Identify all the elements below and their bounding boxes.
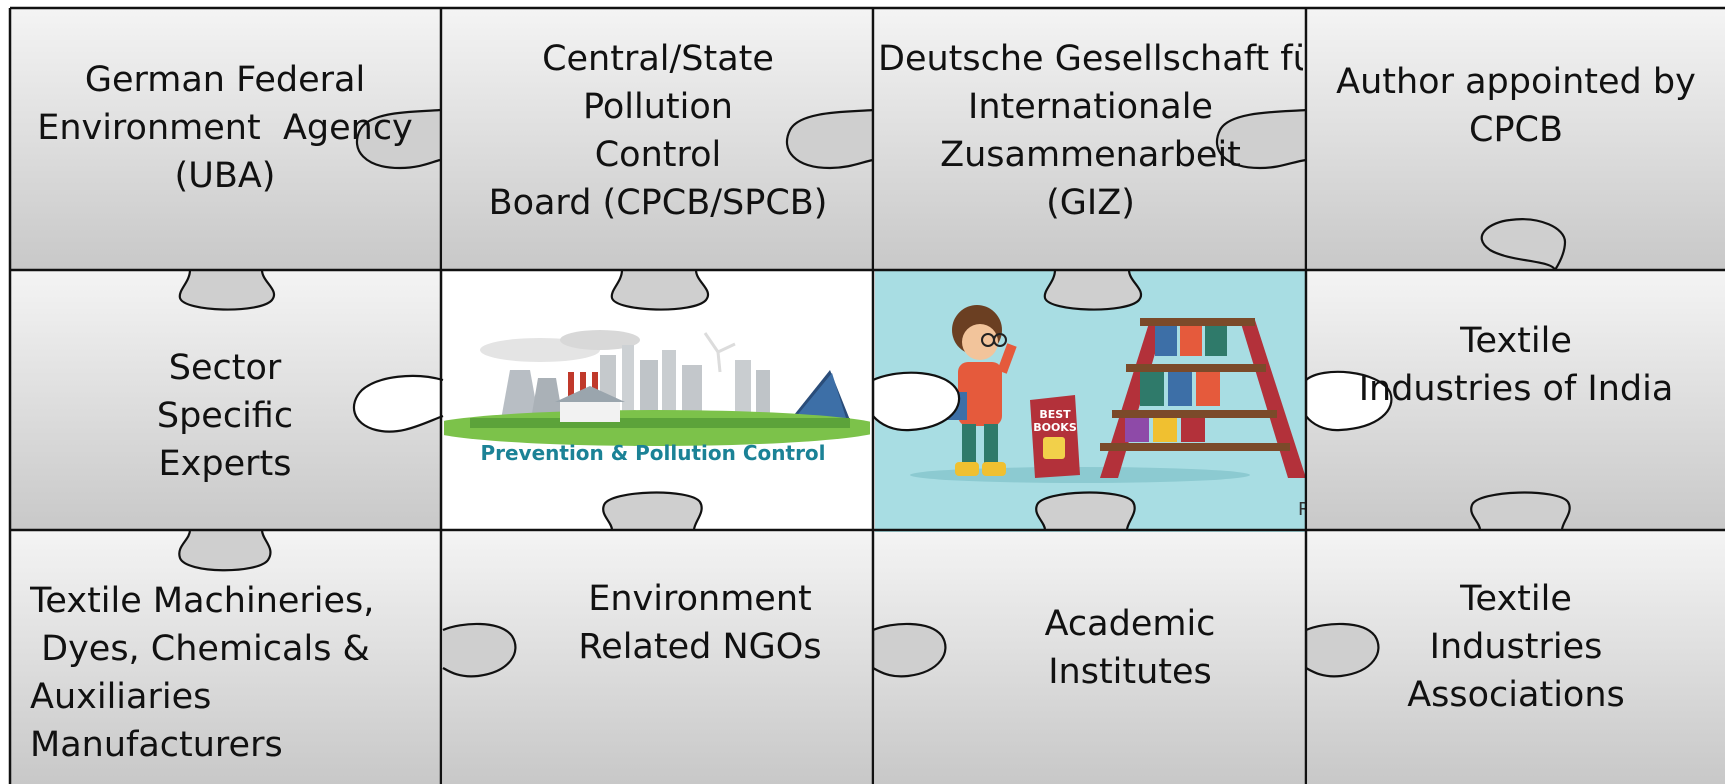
pollution-caption: Prevention & Pollution Control: [480, 441, 825, 465]
bookshelf: [1100, 318, 1306, 478]
label-textile-india: Textile Industries of India: [1358, 321, 1674, 409]
best-books-line-2: BOOKS: [1033, 421, 1077, 434]
white-tabs: [352, 370, 1393, 433]
piece-ngos: [443, 530, 873, 784]
pollution-illustration: Prevention & Pollution Control: [443, 270, 873, 532]
piece-associations: [1308, 530, 1725, 784]
label-academic: Academic Institutes: [1044, 604, 1216, 692]
gray-tabs: [178, 108, 1571, 678]
best-books-sign: BEST BOOKS: [1030, 395, 1080, 478]
label-associations: Textile Industries Associations: [1407, 579, 1625, 715]
best-books-line-1: BEST: [1039, 408, 1071, 421]
books-illustration: BEST BOOKS R: [875, 270, 1311, 532]
label-manufacturers: Textile Machineries, Dyes, Chemicals & A…: [30, 581, 375, 765]
corner-mark: R: [1298, 499, 1311, 520]
piece-academic: [875, 530, 1306, 784]
grid-lines: [8, 6, 1725, 784]
piece-manufacturers: [10, 530, 440, 784]
person-figure: [945, 305, 1017, 476]
label-ngos: Environment Related NGOs: [578, 579, 822, 667]
label-giz: Deutsche Gesellschaft für Internationale…: [878, 39, 1303, 223]
label-cpcb: Central/State Pollution Control Board (C…: [488, 39, 828, 223]
label-uba: German Federal Environment Agency (UBA): [37, 60, 413, 196]
label-experts: Sector Specific Experts: [156, 348, 294, 484]
label-author: Author appointed by CPCB: [1336, 62, 1696, 150]
